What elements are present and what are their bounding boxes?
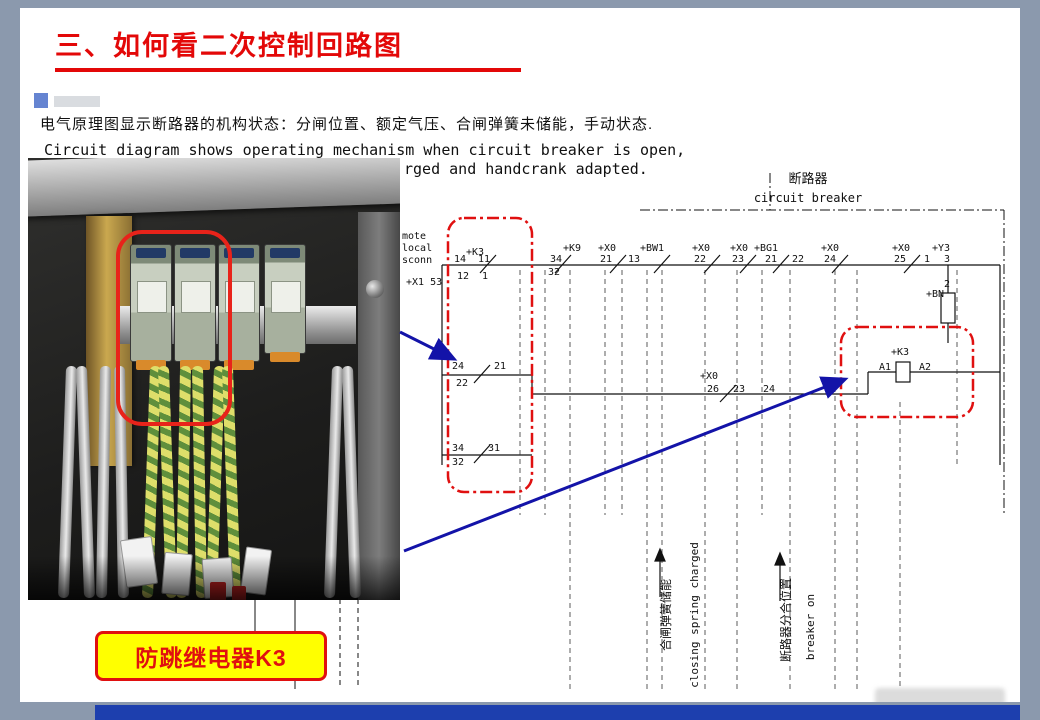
state-label-spring-en: closing spring charged [688,542,701,688]
diagram-label: 34 [550,254,562,265]
diagram-label: mote [402,231,426,242]
diagram-label: +X0 [892,243,910,254]
diagram-label: +BG1 [754,243,778,254]
diagram-label: sconn [402,255,432,266]
callout-k3: 防跳继电器K3 [95,631,327,681]
diagram-label: 21 [765,254,777,265]
description-en-1: Circuit diagram shows operating mechanis… [44,141,686,159]
frame-left [0,0,20,720]
diagram-label: 25 [894,254,906,265]
circuit-diagram: 断路器 circuit breaker mote local sconn +X1… [402,171,1005,690]
photo-shadow [28,556,400,600]
diagram-label: +X1 53 [406,277,442,288]
relay-clip [270,352,300,362]
bottom-blue-bar [95,705,1020,720]
diagram-label: +Y3 [932,243,950,254]
diagram-label: 22 [792,254,804,265]
state-label-spring-cn: 合闸弹簧储能 [658,579,673,651]
relay-connector [180,248,210,258]
diagram-label: +K3 [466,247,484,258]
diagram-label: +X0 [598,243,616,254]
diagram-label: 24 [452,361,464,372]
relay-face [137,281,167,313]
relay-highlight-box [116,230,232,426]
cabinet-top-panel [28,158,400,217]
diagram-label: +X0 [692,243,710,254]
relay-connector [136,248,166,258]
diagram-label: 21 [600,254,612,265]
relay-module-3 [218,244,260,370]
side-panel [358,212,400,600]
relay-module-4 [264,244,306,362]
contact-symbols [473,254,921,464]
diagram-label: 22 [456,378,468,389]
relay-face [181,281,211,313]
cabinet-photo [28,158,400,600]
state-arrows [654,547,786,601]
diagram-label: 13 [628,254,640,265]
highlight-box-right [839,325,975,419]
diagram-label: 32 [548,267,560,278]
description-en-2: rged and handcrank adapted. [404,160,648,178]
description-cn: 电气原理图显示断路器的机构状态：分闸位置、额定气压、合闸弹簧未储能，手动状态. [40,116,654,133]
diagram-label: +BN [926,289,944,300]
diagram-label: +X0 [700,371,718,382]
diagram-label: 21 [494,361,506,372]
frame-top [0,0,1040,8]
artifact-smudge [54,96,100,107]
diagram-label: 断路器 [788,171,827,187]
relay-connector [270,248,300,258]
diagram-label: 1 [482,271,488,282]
relay-clip [136,360,166,370]
diagram-label: +K3 [891,347,909,358]
page-title: 三、如何看二次控制回路图 [55,31,403,61]
diagram-label: 1 [924,254,930,265]
relay-face [271,281,301,313]
relay-module-2 [174,244,216,370]
diagram-label: 22 [694,254,706,265]
diagram-label: 26 [707,384,719,395]
title-underline [55,68,521,72]
breaker-boundary [640,173,1005,515]
diagram-label: +X0 [821,243,839,254]
relay-clip [180,360,210,370]
artifact-mark [34,93,48,108]
relay-module-1 [130,244,172,370]
diagram-label: 2 [944,279,950,290]
diagram-label: A2 [919,362,931,373]
diagram-label: 14 [454,254,466,265]
diagram-labels: 断路器 circuit breaker mote local sconn +X1… [402,171,950,688]
diagram-label: 31 [488,443,500,454]
relay-clip [224,360,254,370]
diagram-label: 32 [452,457,464,468]
circuit-wires [441,264,1001,465]
diagram-label: 34 [452,443,464,454]
diagram-label: local [402,243,432,254]
relay-connector [224,248,254,258]
diagram-label: 24 [763,384,775,395]
diagram-label: 3 [944,254,950,265]
diagram-label: 24 [824,254,836,265]
diagram-label: +K9 [563,243,581,254]
frame-right [1020,0,1040,720]
diagram-label: 23 [733,384,745,395]
state-label-breaker-cn: 断路器分合位置 [778,578,793,662]
diagram-label: 12 [457,271,469,282]
panel-screw [366,280,384,298]
diagram-label: circuit breaker [754,191,862,205]
diagram-label: 11 [478,254,490,265]
diagram-label: +BW1 [640,243,664,254]
diagram-label: 23 [732,254,744,265]
diagram-label: A1 [879,362,891,373]
state-label-breaker-en: breaker on [804,594,817,660]
construction-lines [519,270,958,690]
diagram-label: +X0 [730,243,748,254]
